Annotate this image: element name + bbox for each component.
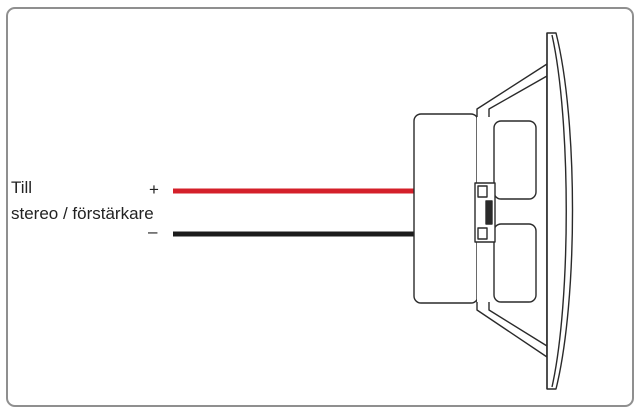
destination-label-line1: Till: [11, 178, 33, 197]
speaker-terminal-block: [474, 182, 496, 243]
speaker-basket-inner-top: [488, 75, 548, 117]
speaker-surround-curve: [551, 34, 567, 388]
speaker-side-view-icon: [413, 32, 574, 390]
positive-polarity-label: +: [149, 180, 159, 199]
positive-terminal: [477, 185, 488, 198]
speaker-basket-inner-bottom: [488, 302, 548, 347]
speaker-front-rim: [546, 32, 574, 390]
speaker-basket-window-bottom: [493, 223, 537, 303]
terminal-center-tab: [485, 200, 493, 225]
negative-terminal: [477, 227, 488, 240]
destination-label-line2: stereo / förstärkare: [11, 204, 154, 223]
negative-polarity-label: –: [148, 222, 158, 241]
speaker-magnet: [413, 113, 479, 304]
speaker-basket-window-top: [493, 120, 537, 200]
